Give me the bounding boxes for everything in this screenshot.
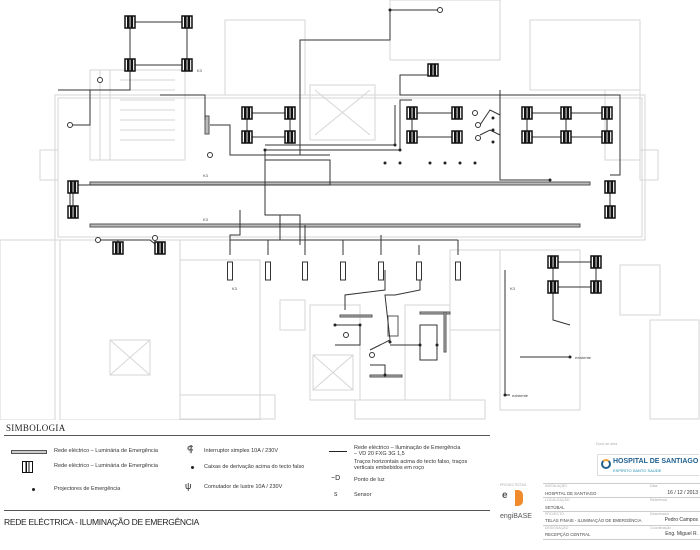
hospital-logo: HOSPITAL DE SANTIAGO ESPÍRITO SANTO SAÚD…: [597, 454, 699, 476]
light-point-icon: [455, 261, 461, 281]
field-label: LOCALIZAÇÃO: [545, 498, 570, 502]
designer-label: PROJECTISTAS: [500, 483, 527, 487]
legend-label: verticais embebidos em roço: [354, 465, 425, 471]
legend: SIMBOLOGIA Rede eléctrico – Luminária de…: [0, 420, 700, 511]
two-way-switch-icon: ψ: [185, 481, 192, 491]
field-label: Coordenação: [650, 526, 672, 530]
light-points: [227, 261, 461, 281]
light-point-icon: [302, 261, 308, 281]
field-location: SETÚBAL: [545, 505, 565, 510]
client-label: Dono de obra: [596, 442, 618, 446]
light-point-icon: [340, 261, 346, 281]
luminaire-icon: [427, 63, 439, 77]
legend-label: – VD 20 FXG 3G 1,5: [354, 451, 405, 457]
emergency-wiring: [58, 9, 621, 396]
designer-name: engiBASE: [500, 513, 532, 520]
luminaire-icon: [22, 461, 33, 473]
light-point-icon: −D: [331, 475, 341, 482]
field-label: Referência: [650, 498, 667, 502]
k3-label: K3: [232, 286, 238, 291]
luminaire-icon: [604, 180, 616, 194]
wiring-line-symbol: [329, 451, 347, 452]
legend-label: Rede eléctrico – Luminária de Emergência: [54, 463, 158, 469]
legend-label: Interruptor simples 10A / 230V: [204, 448, 278, 454]
field-date: 16 / 12 / 2013: [667, 490, 698, 496]
luminaire-icon: [604, 205, 616, 219]
light-point-icon: [416, 261, 422, 281]
legend-box: Rede eléctrico – Luminária de Emergência…: [4, 435, 490, 511]
designer-logo-icon: [515, 490, 523, 506]
legend-label: Projectores de Emergência: [54, 486, 121, 492]
luminaire-icon: [601, 130, 613, 144]
hospital-logo-name: HOSPITAL DE SANTIAGO: [613, 458, 699, 465]
k3-label: K3: [203, 217, 209, 222]
luminaire-icon: [521, 106, 533, 120]
drawing-title: REDE ELÉCTRICA - ILUMINAÇÃO DE EMERGÊNCI…: [4, 517, 200, 527]
hospital-logo-icon: [601, 459, 611, 469]
luminaire-icon: [67, 180, 79, 194]
legend-label: Rede eléctrico – Luminária de Emergência: [54, 448, 158, 454]
field-drafter: Pedro Campos: [664, 517, 698, 523]
k3-label: K3: [197, 68, 203, 73]
field-installation: HOSPITAL DE SANTIAGO: [545, 491, 597, 496]
legend-label: Ponto de luz: [354, 477, 385, 483]
existente-label: existente: [575, 355, 592, 360]
field-project: TELAS FINAIS - ILUMINAÇÃO DE EMERGÊNCIA: [545, 518, 642, 523]
luminaire-icon: [67, 205, 79, 219]
luminaire-icon: [590, 280, 602, 294]
light-point-icon: [378, 261, 384, 281]
luminaire-icon: [547, 255, 559, 269]
luminaire-icon: [547, 280, 559, 294]
luminaire-icon: [241, 130, 253, 144]
luminaire-icon: [601, 106, 613, 120]
luminaire-icon: [406, 106, 418, 120]
emergency-luminaires: [67, 15, 616, 294]
luminaire-icon: [181, 15, 193, 29]
switch-icon: ⸿: [187, 444, 194, 454]
legend-label: Sensor: [354, 492, 372, 498]
legend-label: Caixas de derivação acima do tecto falso: [204, 464, 305, 470]
field-label: DESIGNAÇÃO: [545, 526, 569, 530]
luminaire-icon: [451, 106, 463, 120]
existente-label: existente: [512, 393, 529, 398]
light-point-icon: [227, 261, 233, 281]
field-label: Data: [650, 484, 658, 488]
field-label: INSTALAÇÃO: [545, 484, 567, 488]
designer-logo-mark: e: [502, 490, 508, 501]
legend-label: Traços horizontais acima do tecto falso,…: [354, 459, 468, 465]
luminaire-icon: [284, 106, 296, 120]
legend-title: SIMBOLOGIA: [6, 423, 66, 433]
luminaire-icon: [560, 106, 572, 120]
luminaire-icon: [451, 130, 463, 144]
field-label: PROJECTO: [545, 512, 564, 516]
luminaire-icon: [112, 241, 124, 255]
luminaire-icon: [521, 130, 533, 144]
luminaire-icon: [154, 241, 166, 255]
junction-boxes: [263, 8, 572, 397]
field-coordination: Eng. Miguel R.: [665, 531, 698, 537]
luminaire-icon: [284, 130, 296, 144]
field-label: Desenhador: [650, 512, 670, 516]
junction-dot-icon: [191, 466, 194, 469]
light-point-icon: [265, 261, 271, 281]
k3-label: K3: [510, 286, 516, 291]
luminaire-line-symbol: [11, 450, 47, 454]
floor-plan: K3 K3 K3 K3 K3 existente existente: [0, 0, 700, 420]
luminaire-icon: [124, 15, 136, 29]
legend-label: Comutador de lustre 10A / 230V: [204, 484, 283, 490]
luminaire-icon: [241, 106, 253, 120]
projector-dot-icon: [32, 488, 35, 491]
k3-label: K3: [203, 173, 209, 178]
switches: [67, 7, 481, 358]
luminaire-icon: [560, 130, 572, 144]
luminaire-icon: [124, 58, 136, 72]
sensor-icon: S: [334, 492, 338, 498]
luminaire-icon: [590, 255, 602, 269]
hospital-logo-sub: ESPÍRITO SANTO SAÚDE: [613, 468, 662, 473]
architectural-walls: [0, 0, 700, 420]
luminaire-icon: [406, 130, 418, 144]
luminaire-icon: [181, 58, 193, 72]
field-designation: RECEPÇÃO CENTRAL: [545, 532, 591, 537]
legend-label: Rede eléctrico – Iluminação de Emergênci…: [354, 445, 461, 451]
